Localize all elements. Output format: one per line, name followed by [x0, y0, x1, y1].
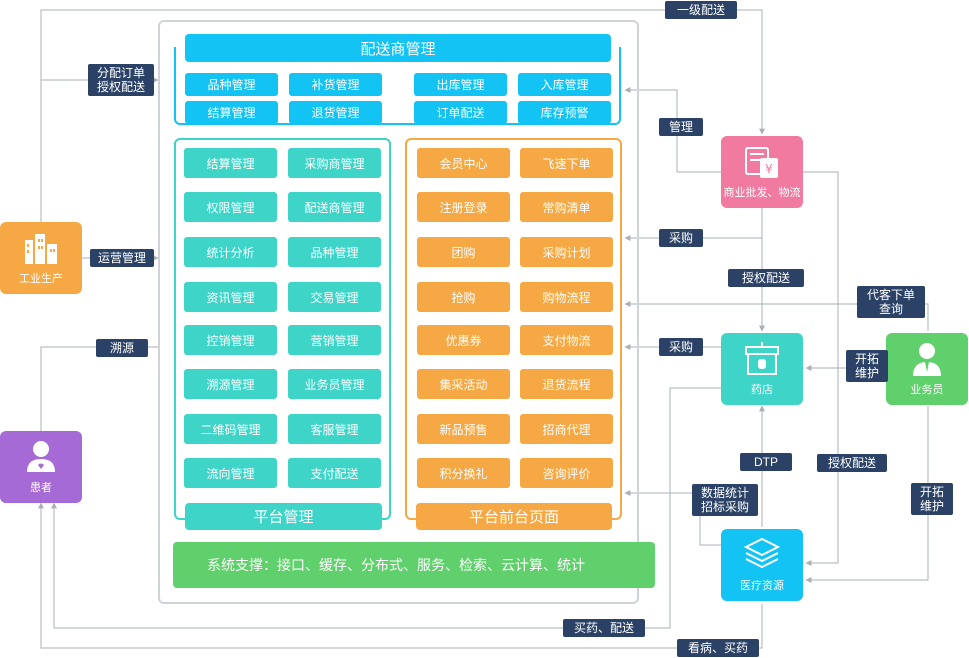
distributor-item: 结算管理: [185, 101, 278, 124]
svg-text:¥: ¥: [765, 162, 773, 176]
platform-management-item: 结算管理: [184, 148, 277, 178]
salesman-node: 业务员: [886, 333, 968, 405]
platform-frontend-item: 注册登录: [417, 192, 510, 222]
industry-label: 工业生产: [19, 273, 63, 285]
platform-frontend-item: 集采活动: [417, 369, 510, 399]
distributor-item: 退货管理: [289, 101, 382, 124]
platform-frontend-item: 咨询评价: [520, 458, 613, 488]
wholesale-node: ¥ 商业批发、物流: [721, 136, 803, 208]
tag-expand-medical: 开拓 维护: [911, 483, 953, 515]
platform-frontend-item: 新品预售: [417, 414, 510, 444]
distributor-management-frame: [174, 47, 621, 125]
platform-frontend-title: 平台前台页面: [416, 503, 612, 530]
patient-icon: [27, 441, 55, 472]
pharmacy-label: 药店: [751, 384, 773, 396]
tag-purchase-wholesale: 采购: [659, 229, 703, 247]
tag-authorized-delivery-medical: 授权配送: [817, 454, 887, 472]
tag-order-on-behalf: 代客下单 查询: [857, 286, 925, 318]
platform-frame: [158, 20, 639, 604]
distributor-item: 出库管理: [414, 73, 507, 96]
distributor-item: 品种管理: [185, 73, 278, 96]
platform-management-item: 流向管理: [184, 458, 277, 488]
platform-management-item: 权限管理: [184, 192, 277, 222]
tag-buy-deliver: 买药、配送: [563, 619, 645, 637]
platform-frontend-item: 抢购: [417, 282, 510, 312]
platform-management-item: 支付配送: [288, 458, 381, 488]
platform-frontend-item: 退货流程: [520, 369, 613, 399]
distributor-item: 补货管理: [289, 73, 382, 96]
platform-management-item: 资讯管理: [184, 282, 277, 312]
platform-frontend-item: 支付物流: [520, 325, 613, 355]
platform-frontend-item: 常购清单: [520, 192, 613, 222]
platform-management-item: 采购商管理: [288, 148, 381, 178]
factory-icon: [25, 234, 57, 264]
system-support-bar: 系统支撑：接口、缓存、分布式、服务、检索、云计算、统计: [173, 542, 655, 588]
platform-frontend-item: 积分换礼: [417, 458, 510, 488]
platform-management-item: 交易管理: [288, 282, 381, 312]
tag-distribute-orders: 分配订单 授权配送: [88, 64, 154, 96]
platform-frontend-item: 团购: [417, 237, 510, 267]
platform-management-item: 品种管理: [288, 237, 381, 267]
distributor-item: 订单配送: [414, 101, 507, 124]
pharmacy-icon: [745, 342, 779, 375]
distributor-item: 入库管理: [518, 73, 611, 96]
platform-management-item: 控销管理: [184, 325, 277, 355]
tag-level1-delivery: 一级配送: [665, 1, 737, 19]
platform-management-item: 配送商管理: [288, 192, 381, 222]
tag-dtp: DTP: [740, 453, 792, 471]
invoice-icon: ¥: [745, 147, 778, 178]
platform-frontend-item: 优惠券: [417, 325, 510, 355]
platform-management-item: 客服管理: [288, 414, 381, 444]
tag-authorized-delivery-pharmacy: 授权配送: [728, 269, 804, 287]
tag-manage: 管理: [659, 118, 703, 136]
distributor-management-title: 配送商管理: [185, 34, 611, 62]
platform-management-item: 溯源管理: [184, 369, 277, 399]
tag-operation-management: 运营管理: [90, 249, 154, 267]
wholesale-label: 商业批发、物流: [723, 187, 801, 199]
platform-management-title: 平台管理: [185, 503, 382, 530]
patient-label: 患者: [30, 482, 52, 494]
platform-frontend-item: 会员中心: [417, 148, 510, 178]
platform-management-item: 统计分析: [184, 237, 277, 267]
tag-purchase-pharmacy: 采购: [659, 338, 703, 356]
platform-frontend-item: 飞速下单: [520, 148, 613, 178]
tag-trace: 溯源: [96, 339, 148, 357]
platform-management-item: 二维码管理: [184, 414, 277, 444]
patient-node: 患者: [0, 431, 82, 503]
platform-frontend-item: 采购计划: [520, 237, 613, 267]
platform-management-item: 业务员管理: [288, 369, 381, 399]
platform-frontend-item: 招商代理: [520, 414, 613, 444]
tag-data-statistics: 数据统计 招标采购: [692, 484, 758, 516]
tag-visit-buy: 看病、买药: [677, 639, 759, 657]
platform-management-item: 营销管理: [288, 325, 381, 355]
salesman-icon: [913, 343, 941, 376]
pharmacy-node: 药店: [721, 333, 803, 405]
platform-frontend-item: 购物流程: [520, 282, 613, 312]
industry-node: 工业生产: [0, 222, 82, 294]
medical-node: 医疗资源: [721, 529, 803, 601]
medical-label: 医疗资源: [740, 580, 784, 592]
salesman-label: 业务员: [910, 384, 944, 396]
distributor-item: 库存预警: [518, 101, 611, 124]
tag-expand-pharmacy: 开拓 维护: [846, 350, 888, 382]
layers-icon: [744, 537, 780, 569]
